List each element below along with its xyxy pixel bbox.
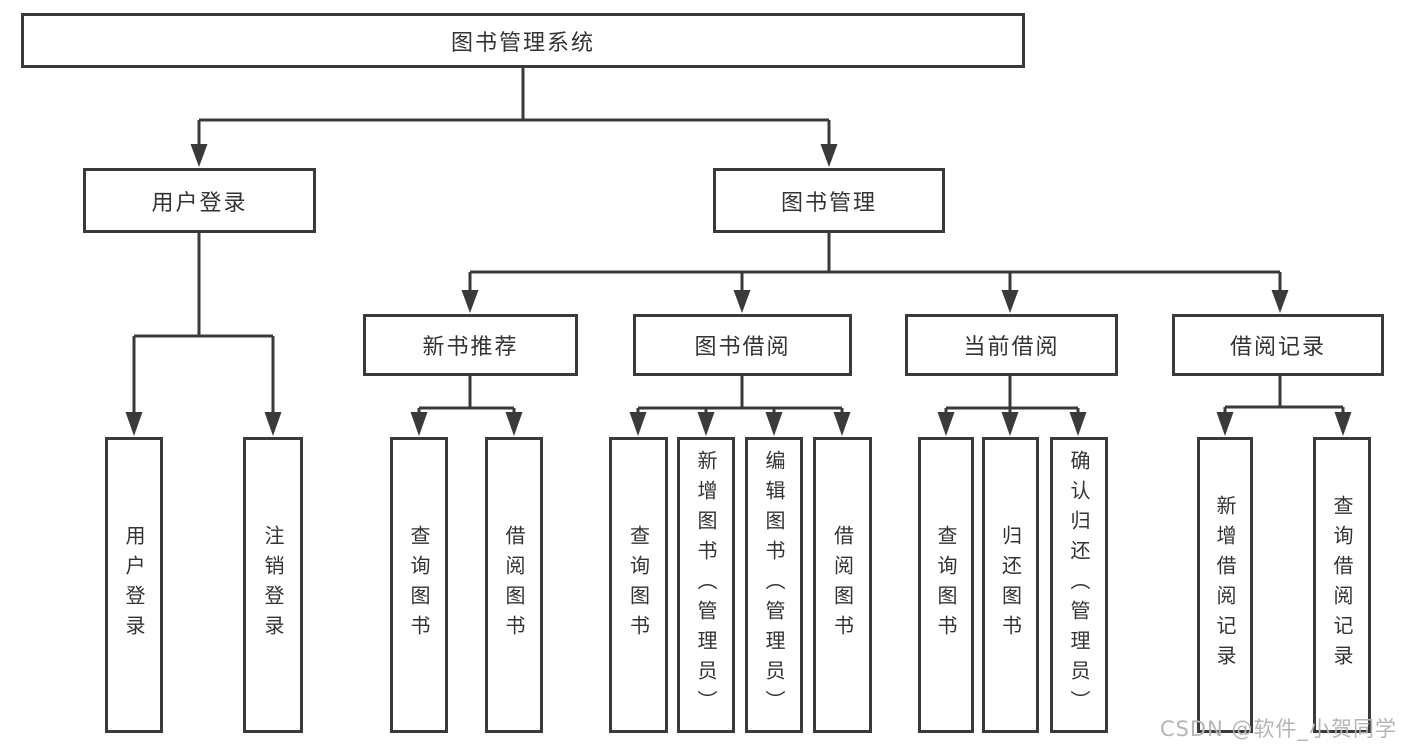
node-current-borrowing: 当前借阅	[905, 314, 1118, 376]
node-leaf-edit-books-admin: 编辑图书（管理员）	[745, 437, 803, 733]
arrowhead	[697, 412, 715, 436]
arrowhead	[1334, 412, 1352, 436]
node-leaf-confirm-return-admin: 确认归还（管理员）	[1050, 437, 1108, 733]
node-leaf-add-books-admin: 新增图书（管理员）	[677, 437, 735, 733]
node-leaf-query-books-borrowing: 查询图书	[609, 437, 668, 733]
connector-root	[197, 68, 831, 146]
node-library-management-system: 图书管理系统	[21, 13, 1025, 68]
connector-book-management	[468, 233, 1282, 291]
node-leaf-return-books: 归还图书	[982, 437, 1039, 733]
node-user-login: 用户登录	[83, 168, 316, 233]
arrowhead	[1001, 412, 1019, 436]
connector-current-borrowing	[944, 376, 1080, 413]
connector-book-borrowing	[636, 376, 844, 413]
node-leaf-borrow-books-recommend: 借阅图书	[485, 437, 543, 733]
connector-borrow-records	[1223, 376, 1345, 413]
node-leaf-query-books-current: 查询图书	[918, 437, 974, 733]
node-new-book-recommend: 新书推荐	[363, 314, 578, 376]
node-book-management: 图书管理	[713, 168, 945, 233]
csdn-watermark: CSDN @软件_小贺同学	[1159, 717, 1397, 741]
arrowhead	[765, 412, 783, 436]
node-borrow-records: 借阅记录	[1172, 314, 1384, 376]
arrowhead	[629, 412, 647, 436]
arrowhead	[461, 290, 479, 313]
connector-user-login	[132, 233, 275, 413]
arrowhead	[733, 290, 751, 313]
node-leaf-query-books-recommend: 查询图书	[390, 437, 448, 733]
connector-new-book-recommend	[417, 376, 516, 413]
node-book-borrowing: 图书借阅	[633, 314, 852, 376]
node-leaf-borrow-books: 借阅图书	[813, 437, 872, 733]
arrowhead	[1271, 290, 1289, 313]
arrowhead	[264, 412, 282, 436]
arrowhead	[190, 144, 208, 167]
node-leaf-logout: 注销登录	[243, 437, 303, 733]
arrowhead	[937, 412, 955, 436]
arrowhead	[1069, 412, 1087, 436]
arrowhead	[1001, 290, 1019, 313]
arrowhead	[833, 412, 851, 436]
arrowhead	[1216, 412, 1234, 436]
arrowhead	[820, 144, 838, 167]
arrowhead	[410, 412, 428, 436]
node-leaf-add-borrow-record: 新增借阅记录	[1197, 437, 1253, 733]
arrowhead	[505, 412, 523, 436]
node-leaf-query-borrow-record: 查询借阅记录	[1313, 437, 1371, 733]
arrowhead	[125, 412, 143, 436]
node-leaf-user-login: 用户登录	[105, 437, 163, 733]
